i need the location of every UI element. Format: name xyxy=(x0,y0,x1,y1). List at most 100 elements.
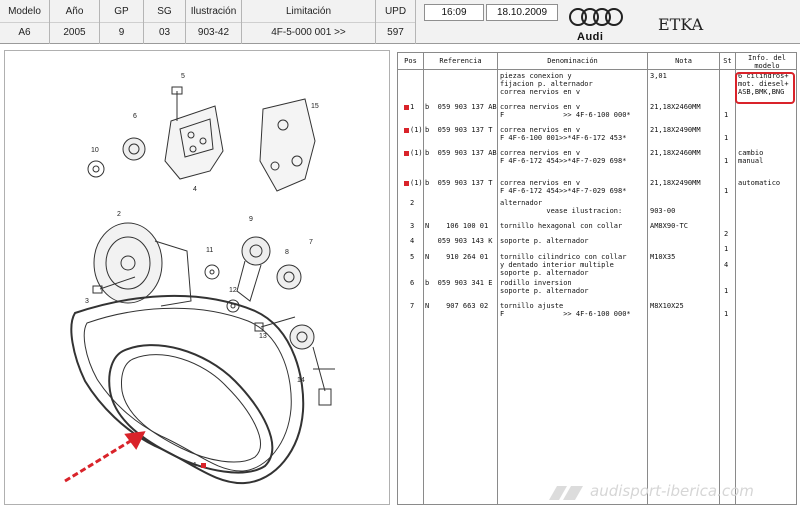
col-denominacion: Denominación xyxy=(498,53,648,70)
info-highlight-box xyxy=(735,72,795,104)
row-info: cambio manual xyxy=(738,149,764,165)
exploded-diagram xyxy=(64,86,335,485)
row-referencia: b 059 903 137 T xyxy=(425,179,493,187)
audi-rings-logo xyxy=(569,8,623,26)
modelo-label: Modelo xyxy=(8,6,41,17)
row-st: 1 xyxy=(724,111,729,119)
row-referencia: b 059 903 137 AB xyxy=(425,103,497,111)
col-pos: Pos xyxy=(398,53,424,70)
row-pos: 3 xyxy=(410,222,415,230)
callout-4[interactable]: 4 xyxy=(193,186,197,193)
row-referencia: b 059 903 341 E xyxy=(425,279,493,287)
ilustracion-value: 903-42 xyxy=(197,27,230,38)
row-denominacion: correa nervios en v F 4F-6-172 454>>*4F-… xyxy=(500,149,627,165)
col-info-modelo: Info. del modelo xyxy=(736,53,796,70)
header-limitacion: Limitación 4F-5-000 001 >> xyxy=(242,0,376,44)
callout-12[interactable]: 12 xyxy=(229,287,237,294)
row-denominacion: tornillo ajuste F >> 4F-6-100 000* xyxy=(500,302,631,318)
upd-value: 597 xyxy=(387,27,404,38)
row-referencia: N 910 264 01 xyxy=(425,253,489,261)
parts-table: Pos Referencia Denominación Nota St Info… xyxy=(397,52,797,505)
row-denominacion: correa nervios en v F 4F-6-172 454>>*4F-… xyxy=(500,179,627,195)
row-st: 2 xyxy=(724,230,729,238)
row-denominacion: correa nervios en v F 4F-6-100 001>>*4F-… xyxy=(500,126,627,142)
callout-5[interactable]: 5 xyxy=(181,73,185,80)
header-ilustracion: Ilustración 903-42 xyxy=(186,0,242,44)
callout-13[interactable]: 13 xyxy=(259,333,267,340)
gp-value: 9 xyxy=(118,27,125,38)
brand-name: Audi xyxy=(577,31,604,43)
row-denominacion: correa nervios en v F >> 4F-6-100 000* xyxy=(500,103,631,119)
callout-14[interactable]: 14 xyxy=(297,377,305,384)
row-nota: 903-00 xyxy=(650,207,676,215)
selected-marker-icon xyxy=(404,181,409,186)
row-nota: 21,18X2460MM xyxy=(650,103,701,111)
row-nota: AM8X90-TC xyxy=(650,222,688,230)
selected-marker-icon xyxy=(404,105,409,110)
row-nota: M10X35 xyxy=(650,253,676,261)
gp-label: GP xyxy=(114,6,129,17)
row-denominacion: rodillo inversion soporte p. alternador xyxy=(500,279,589,295)
row-nota: 21,18X2460MM xyxy=(650,149,701,157)
header-ano: Año 2005 xyxy=(50,0,100,44)
header-sg: SG 03 xyxy=(144,0,186,44)
upd-label: UPD xyxy=(384,6,407,17)
row-nota: 3,01 xyxy=(650,72,667,80)
row-referencia: 059 903 143 K xyxy=(425,237,493,245)
selected-marker-icon xyxy=(404,128,409,133)
app-title: ETKA xyxy=(658,15,704,34)
header-gp: GP 9 xyxy=(100,0,144,44)
ano-value: 2005 xyxy=(63,27,86,38)
parts-illustration[interactable]: 5 4 6 10 2 15 3 9 7 8 11 12 13 14 1 xyxy=(4,50,390,505)
callout-11[interactable]: 11 xyxy=(206,247,214,254)
watermark-logo xyxy=(549,486,583,500)
ano-label: Año xyxy=(65,6,84,17)
sg-label: SG xyxy=(157,6,172,17)
callout-7[interactable]: 7 xyxy=(309,239,313,246)
row-st: 4 xyxy=(724,261,729,269)
row-referencia: b 059 903 137 T xyxy=(425,126,493,134)
row-denominacion: tornillo hexagonal con collar xyxy=(500,222,623,230)
row-st: 1 xyxy=(724,134,729,142)
row-pos: 2 xyxy=(410,199,415,207)
col-nota: Nota xyxy=(648,53,720,70)
row-info: automatico xyxy=(738,179,781,187)
row-referencia: N 106 100 01 xyxy=(425,222,489,230)
row-st: 1 xyxy=(724,157,729,165)
row-pos: 4 xyxy=(410,237,415,245)
callout-3[interactable]: 3 xyxy=(85,298,89,305)
limitacion-value: 4F-5-000 001 >> xyxy=(271,27,346,38)
row-pos: 6 xyxy=(410,279,415,287)
modelo-value: A6 xyxy=(18,27,31,38)
row-pos: (1) xyxy=(410,179,423,187)
row-pos: (1) xyxy=(410,149,423,157)
row-pos: 7 xyxy=(410,302,415,310)
row-denominacion: tornillo cilindrico con collar y dentado… xyxy=(500,253,627,277)
row-nota: M8X10X25 xyxy=(650,302,684,310)
row-st: 1 xyxy=(724,245,729,253)
callout-15[interactable]: 15 xyxy=(311,103,319,110)
header-modelo: Modelo A6 xyxy=(0,0,50,44)
limitacion-label: Limitación xyxy=(285,6,332,17)
row-info: 6 cilindros+ mot. diesel+ ASB,BMK,BNG xyxy=(738,72,789,96)
row-denominacion: soporte p. alternador xyxy=(500,237,589,245)
header-bar: Modelo A6 Año 2005 GP 9 SG 03 Ilustració… xyxy=(0,0,800,44)
row-pos: (1) xyxy=(410,126,423,134)
callout-9[interactable]: 9 xyxy=(249,216,253,223)
callout-2[interactable]: 2 xyxy=(117,211,121,218)
row-denominacion: piezas conexion y fijacion p. alternador… xyxy=(500,72,593,96)
col-referencia: Referencia xyxy=(424,53,498,70)
row-st: 1 xyxy=(724,310,729,318)
row-st: 1 xyxy=(724,287,729,295)
callout-8[interactable]: 8 xyxy=(285,249,289,256)
header-upd: UPD 597 xyxy=(376,0,416,44)
row-nota: 21,18X2490MM xyxy=(650,179,701,187)
row-pos: 5 xyxy=(410,253,415,261)
callout-6[interactable]: 6 xyxy=(133,113,137,120)
selected-marker-icon xyxy=(404,151,409,156)
callout-1[interactable]: 1 xyxy=(193,462,197,469)
row-referencia: N 907 663 02 xyxy=(425,302,489,310)
callout-10[interactable]: 10 xyxy=(91,147,99,154)
selected-part-marker xyxy=(201,463,206,468)
row-referencia: b 059 903 137 AB xyxy=(425,149,497,157)
